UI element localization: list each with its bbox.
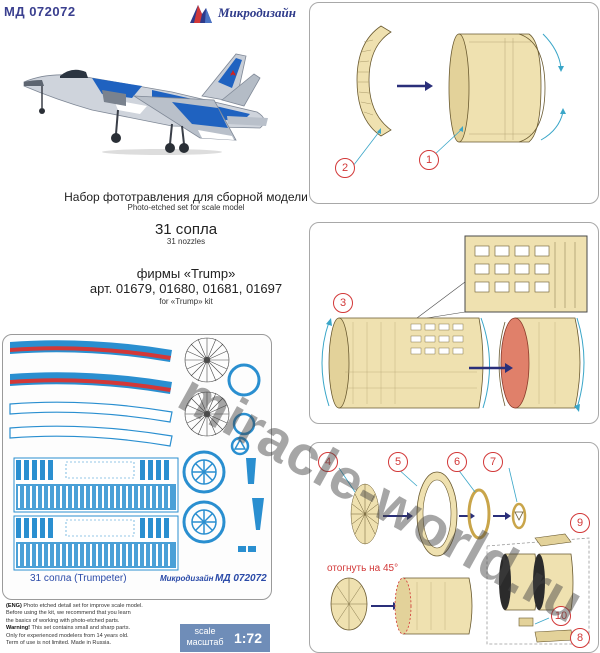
callout-5: 5 [388,452,408,472]
footer-line-3: the basics of working with photo-etched … [6,617,120,624]
callout-4: 4 [318,452,338,472]
step-3-drawing [330,467,590,645]
footer-line-2: Before using the kit, we recommend that … [6,610,131,617]
callout-2: 2 [335,158,355,178]
callout-6: 6 [447,452,467,472]
callout-9: 9 [570,513,590,533]
scale-label-en: scale [194,626,216,636]
scale-badge [180,624,270,652]
kit-maker-ru: фирмы «Trump» [136,266,236,281]
eng-tag: (ENG) [6,603,22,609]
bend-instruction: отогнуть на 45° [327,563,399,574]
footer-line-4: This set contains small and sharp parts. [31,625,131,632]
brand-mark-icon [190,5,212,23]
kit-note-en: for «Trump» kit [159,297,213,306]
sheet-parts-drawing [9,337,264,571]
callout-10: 10 [551,606,571,626]
step-2-drawing [321,235,588,412]
title-en: Photo-etched set for scale model [127,203,245,212]
callout-8: 8 [570,628,590,648]
brand-logo: Микродизайн [188,2,296,24]
set-code: МД 072072 [4,4,76,19]
title-ru: Набор фототравления для сборной модели [64,190,308,204]
kit-articles: арт. 01679, 01680, 01681, 01697 [89,281,283,296]
product-name-ru: 31 сопла [154,221,218,238]
sheet-code: МД 072072 [215,573,267,584]
brand-name: Микродизайн [218,5,296,20]
callout-3: 3 [333,293,353,313]
step-1-drawing [352,25,566,167]
footer-line-6: Term of use is not limited. Made in Russ… [6,640,112,647]
scale-label-ru: масштаб [186,637,224,647]
sheet-brand: Микродизайн [160,574,214,583]
footer-line-5: Only for experienced modelers from 14 ye… [6,632,129,639]
warning-tag: Warning! [6,625,31,632]
callout-1: 1 [419,150,439,170]
product-name-en: 31 nozzles [166,237,206,246]
sheet-caption: 31 сопла (Trumpeter) [30,573,127,584]
footer-notes: (ENG) Photo etched detail set for improv… [6,603,206,647]
scale-value: 1:72 [233,630,263,646]
jet-illustration [23,53,268,155]
footer-line-1: Photo etched detail set for improve scal… [23,603,143,609]
callout-7: 7 [483,452,503,472]
